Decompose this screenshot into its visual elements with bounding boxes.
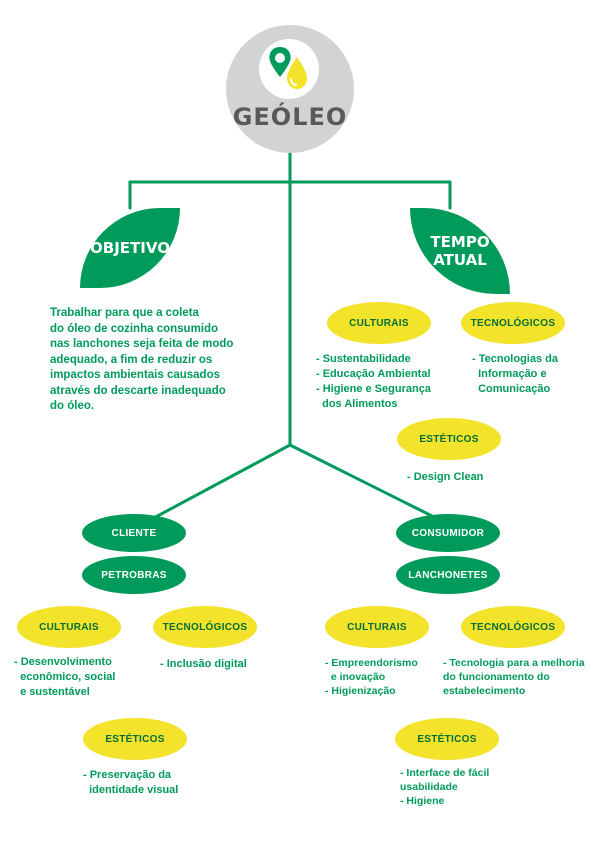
list-item: Comunicação (472, 383, 551, 395)
cliente-bubble: CLIENTE (82, 514, 186, 552)
tempo-title-line1: TEMPO (430, 233, 490, 251)
list-item: - Higiene (400, 795, 445, 807)
cliente-tecnologicos-label: TECNOLÓGICOS (162, 621, 248, 633)
list-item: e inovação (325, 671, 386, 683)
cliente-esteticos-text: - Preservação da identidade visual (83, 768, 178, 798)
map-pin-oil-drop-icon (269, 47, 307, 89)
tempo-tecnologicos-bubble: TECNOLÓGICOS (461, 302, 565, 344)
objetivo-text-line: nas lanchones seja feita de modo (50, 338, 234, 350)
objetivo-text-line: impactos ambientais causados (50, 369, 221, 381)
logo-badge: GEÓLEO (226, 25, 354, 153)
consumidor-esteticos-bubble: ESTÉTICOS (395, 718, 499, 760)
lanchonetes-label: LANCHONETES (408, 569, 488, 581)
petrobras-bubble: PETROBRAS (82, 556, 186, 594)
list-item: dos Alimentos (316, 398, 398, 410)
consumidor-culturais-bubble: CULTURAIS (325, 606, 429, 648)
list-item: - Higiene e Segurança (316, 383, 431, 395)
cliente-culturais-text: - Desenvolvimento econômico, social e su… (14, 655, 115, 700)
tempo-esteticos-text: - Design Clean (407, 470, 483, 485)
consumidor-label: CONSUMIDOR (411, 527, 485, 539)
objetivo-text-line: adequado, a fim de reduzir os (50, 353, 213, 366)
consumidor-tecnologicos-label: TECNOLÓGICOS (470, 621, 556, 633)
cliente-esteticos-label: ESTÉTICOS (105, 733, 165, 745)
list-item: - Desenvolvimento (14, 656, 112, 668)
objetivo-title: OBJETIVO (90, 239, 170, 257)
list-item: - Empreendorismo (325, 657, 418, 669)
cliente-esteticos-bubble: ESTÉTICOS (83, 718, 187, 760)
tempo-tecnologicos-text: - Tecnologias da Informação e Comunicaçã… (472, 352, 558, 397)
cliente-label: CLIENTE (111, 527, 157, 539)
list-item: - Tecnologias da (472, 353, 558, 365)
logo-icon-badge (259, 39, 319, 99)
list-item: - Sustentabilidade (316, 353, 411, 365)
list-item: - Higienização (325, 685, 396, 697)
list-item: usabilidade (400, 781, 458, 793)
cliente-branch-line (148, 443, 292, 522)
list-item: econômico, social (14, 671, 116, 683)
tempo-culturais-label: CULTURAIS (349, 317, 409, 329)
cliente-culturais-label: CULTURAIS (39, 621, 99, 633)
list-item: - Educação Ambiental (316, 368, 431, 380)
consumidor-bubble: CONSUMIDOR (396, 514, 500, 552)
consumidor-esteticos-label: ESTÉTICOS (417, 733, 477, 745)
list-item: - Preservação da (83, 769, 172, 781)
objetivo-text-line: do óleo. (50, 400, 95, 412)
tempo-tecnologicos-label: TECNOLÓGICOS (470, 317, 556, 329)
tempo-esteticos-bubble: ESTÉTICOS (397, 418, 501, 460)
lanchonetes-bubble: LANCHONETES (396, 556, 500, 594)
list-item: do funcionamento do (443, 671, 550, 683)
consumidor-culturais-label: CULTURAIS (347, 621, 407, 633)
objetivo-text: Trabalhar para que a coleta do óleo de c… (50, 306, 233, 415)
list-item: identidade visual (83, 784, 179, 796)
list-item: Informação e (472, 368, 547, 380)
consumidor-branch-line (288, 443, 442, 522)
tempo-esteticos-label: ESTÉTICOS (419, 433, 479, 445)
tempo-culturais-text: - Sustentabilidade - Educação Ambiental … (316, 352, 431, 412)
list-item: - Interface de fácil (400, 767, 490, 779)
cliente-culturais-bubble: CULTURAIS (17, 606, 121, 648)
tempo-culturais-bubble: CULTURAIS (327, 302, 431, 344)
list-item: e sustentável (14, 686, 90, 698)
cliente-tecnologicos-text: - Inclusão digital (160, 657, 247, 672)
consumidor-tecnologicos-bubble: TECNOLÓGICOS (461, 606, 565, 648)
list-item: - Design Clean (407, 471, 484, 483)
logo-wordmark: GEÓLEO (232, 103, 348, 131)
objetivo-text-line: através do descarte inadequado (50, 384, 226, 397)
tempo-title-line2: ATUAL (433, 251, 487, 269)
objetivo-text-line: Trabalhar para que a coleta (50, 307, 199, 319)
list-item: - Inclusão digital (160, 658, 247, 670)
consumidor-tecnologicos-text: - Tecnologia para a melhoria do funciona… (443, 656, 585, 698)
list-item: - Tecnologia para a melhoria (443, 657, 585, 669)
consumidor-esteticos-text: - Interface de fácil usabilidade - Higie… (400, 766, 489, 808)
cliente-tecnologicos-bubble: TECNOLÓGICOS (153, 606, 257, 648)
list-item: estabelecimento (443, 685, 526, 697)
consumidor-culturais-text: - Empreendorismo e inovação - Higienizaç… (325, 656, 418, 698)
objetivo-text-line: do óleo de cozinha consumido (50, 322, 219, 335)
petrobras-label: PETROBRAS (101, 569, 167, 581)
